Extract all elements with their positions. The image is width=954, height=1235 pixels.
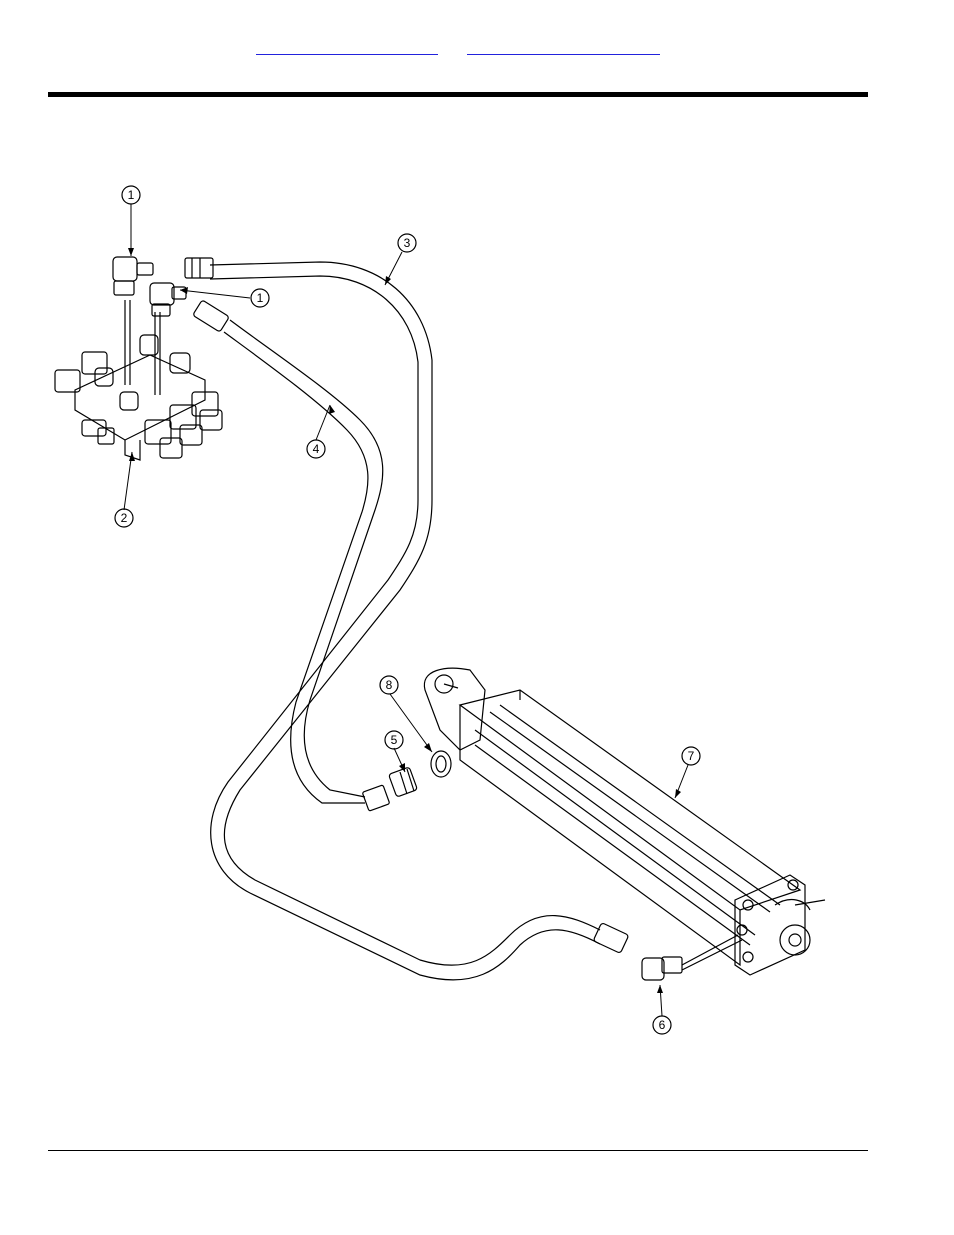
hose-3: [185, 258, 600, 980]
fitting-5: [362, 767, 417, 811]
o-ring-8: [431, 751, 451, 777]
callout-label-6: 6: [659, 1018, 666, 1032]
elbow-fittings-1: [113, 257, 186, 316]
callout-label-5: 5: [391, 733, 398, 747]
callout-label-4: 4: [313, 442, 320, 456]
callout-circles: [115, 186, 700, 1034]
footer-rule: [48, 1150, 868, 1151]
callout-label-1b: 1: [257, 291, 264, 305]
callout-label-1a: 1: [128, 188, 135, 202]
elbow-fitting-6: [593, 923, 742, 980]
valve-block-2: [55, 300, 222, 460]
cylinder-7: [424, 668, 825, 975]
callout-label-3: 3: [404, 236, 411, 250]
hose-4: [193, 300, 383, 803]
callout-label-7: 7: [688, 749, 695, 763]
callout-label-2: 2: [121, 511, 128, 525]
callout-label-8: 8: [386, 678, 393, 692]
